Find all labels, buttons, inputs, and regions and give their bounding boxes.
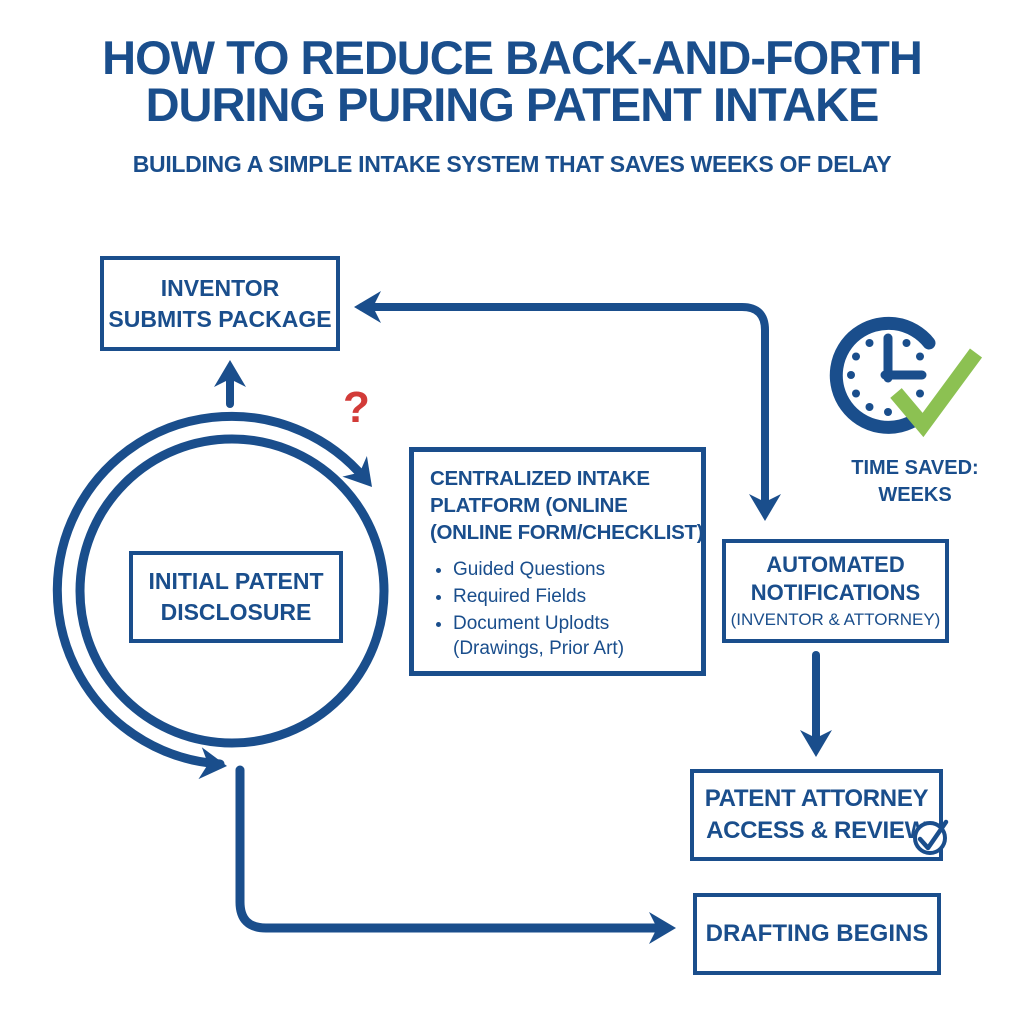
inventor-box-line-1: INVENTOR	[160, 274, 280, 301]
loop-arrowhead-bottom	[198, 747, 227, 780]
title-line-1: HOW TO REDUCE BACK-AND-FORTH	[102, 31, 923, 84]
clock-hands	[880, 333, 927, 383]
centralized-intake-platform-node: CENTRALIZED INTAKE PLATFORM (ONLINE (ONL…	[409, 447, 706, 676]
page-subtitle: BUILDING A SIMPLE INTAKE SYSTEM THAT SAV…	[0, 151, 1024, 178]
title-line-2: DURING PURING PATENT INTAKE	[145, 78, 880, 131]
initial-patent-disclosure-node: INITIAL PATENT DISCLOSURE	[129, 551, 343, 643]
attorney-box-line-1: PATENT ATTORNEY	[704, 785, 929, 812]
checkmark-icon	[890, 348, 983, 438]
inventor-box-line-2: SUBMITS PACKAGE	[108, 305, 332, 332]
notifications-line-3: (INVENTOR & ATTORNEY)	[730, 609, 941, 629]
time-saved-line-2: WEEKS	[878, 484, 952, 506]
attorney-box-line-2: ACCESS & REVIEW	[706, 817, 927, 844]
drafting-box-label: DRAFTING BEGINS	[705, 920, 929, 947]
subtitle-text: BUILDING A SIMPLE INTAKE SYSTEM THAT SAV…	[132, 151, 892, 177]
intake-title-line-2: PLATFORM (ONLINE	[430, 494, 628, 517]
disclosure-box-line-2: DISCLOSURE	[160, 599, 312, 625]
intake-bullet-document-uploads: Document Uplodts (Drawings, Prior Art)	[453, 611, 668, 661]
question-mark-annotation: ?	[343, 383, 370, 432]
automated-notifications-node: AUTOMATED NOTIFICATIONS (INVENTOR & ATTO…	[722, 539, 949, 643]
arrow-notifications-to-attorney	[800, 651, 832, 757]
time-saved-line-1: TIME SAVED:	[851, 457, 979, 479]
time-saved-label: TIME SAVED: WEEKS	[825, 455, 1005, 509]
notifications-line-1: AUTOMATED	[766, 551, 905, 577]
intake-feature-list: Guided Questions Required Fields Documen…	[430, 555, 668, 663]
arrow-loop-to-drafting	[235, 765, 676, 944]
clock-tick-marks	[847, 339, 924, 416]
notifications-line-2: NOTIFICATIONS	[750, 579, 921, 605]
clock-icon	[829, 316, 983, 438]
loop-arrowhead-top-right	[342, 456, 372, 487]
patent-attorney-review-node: PATENT ATTORNEY ACCESS & REVIEW	[690, 769, 943, 861]
disclosure-box-line-1: INITIAL PATENT	[148, 568, 324, 594]
intake-title-line-1: CENTRALIZED INTAKE	[430, 467, 650, 490]
page-title: HOW TO REDUCE BACK-AND-FORTH DURING PURI…	[0, 34, 1024, 128]
intake-bullet-required-fields: Required Fields	[453, 584, 668, 609]
drafting-begins-node: DRAFTING BEGINS	[693, 893, 941, 975]
intake-bullet-guided-questions: Guided Questions	[453, 557, 668, 582]
arrow-loop-to-inventor	[214, 360, 246, 408]
inventor-submits-package-node: INVENTOR SUBMITS PACKAGE	[100, 256, 340, 351]
intake-title-line-3: (ONLINE FORM/CHECKLIST)	[430, 521, 704, 544]
